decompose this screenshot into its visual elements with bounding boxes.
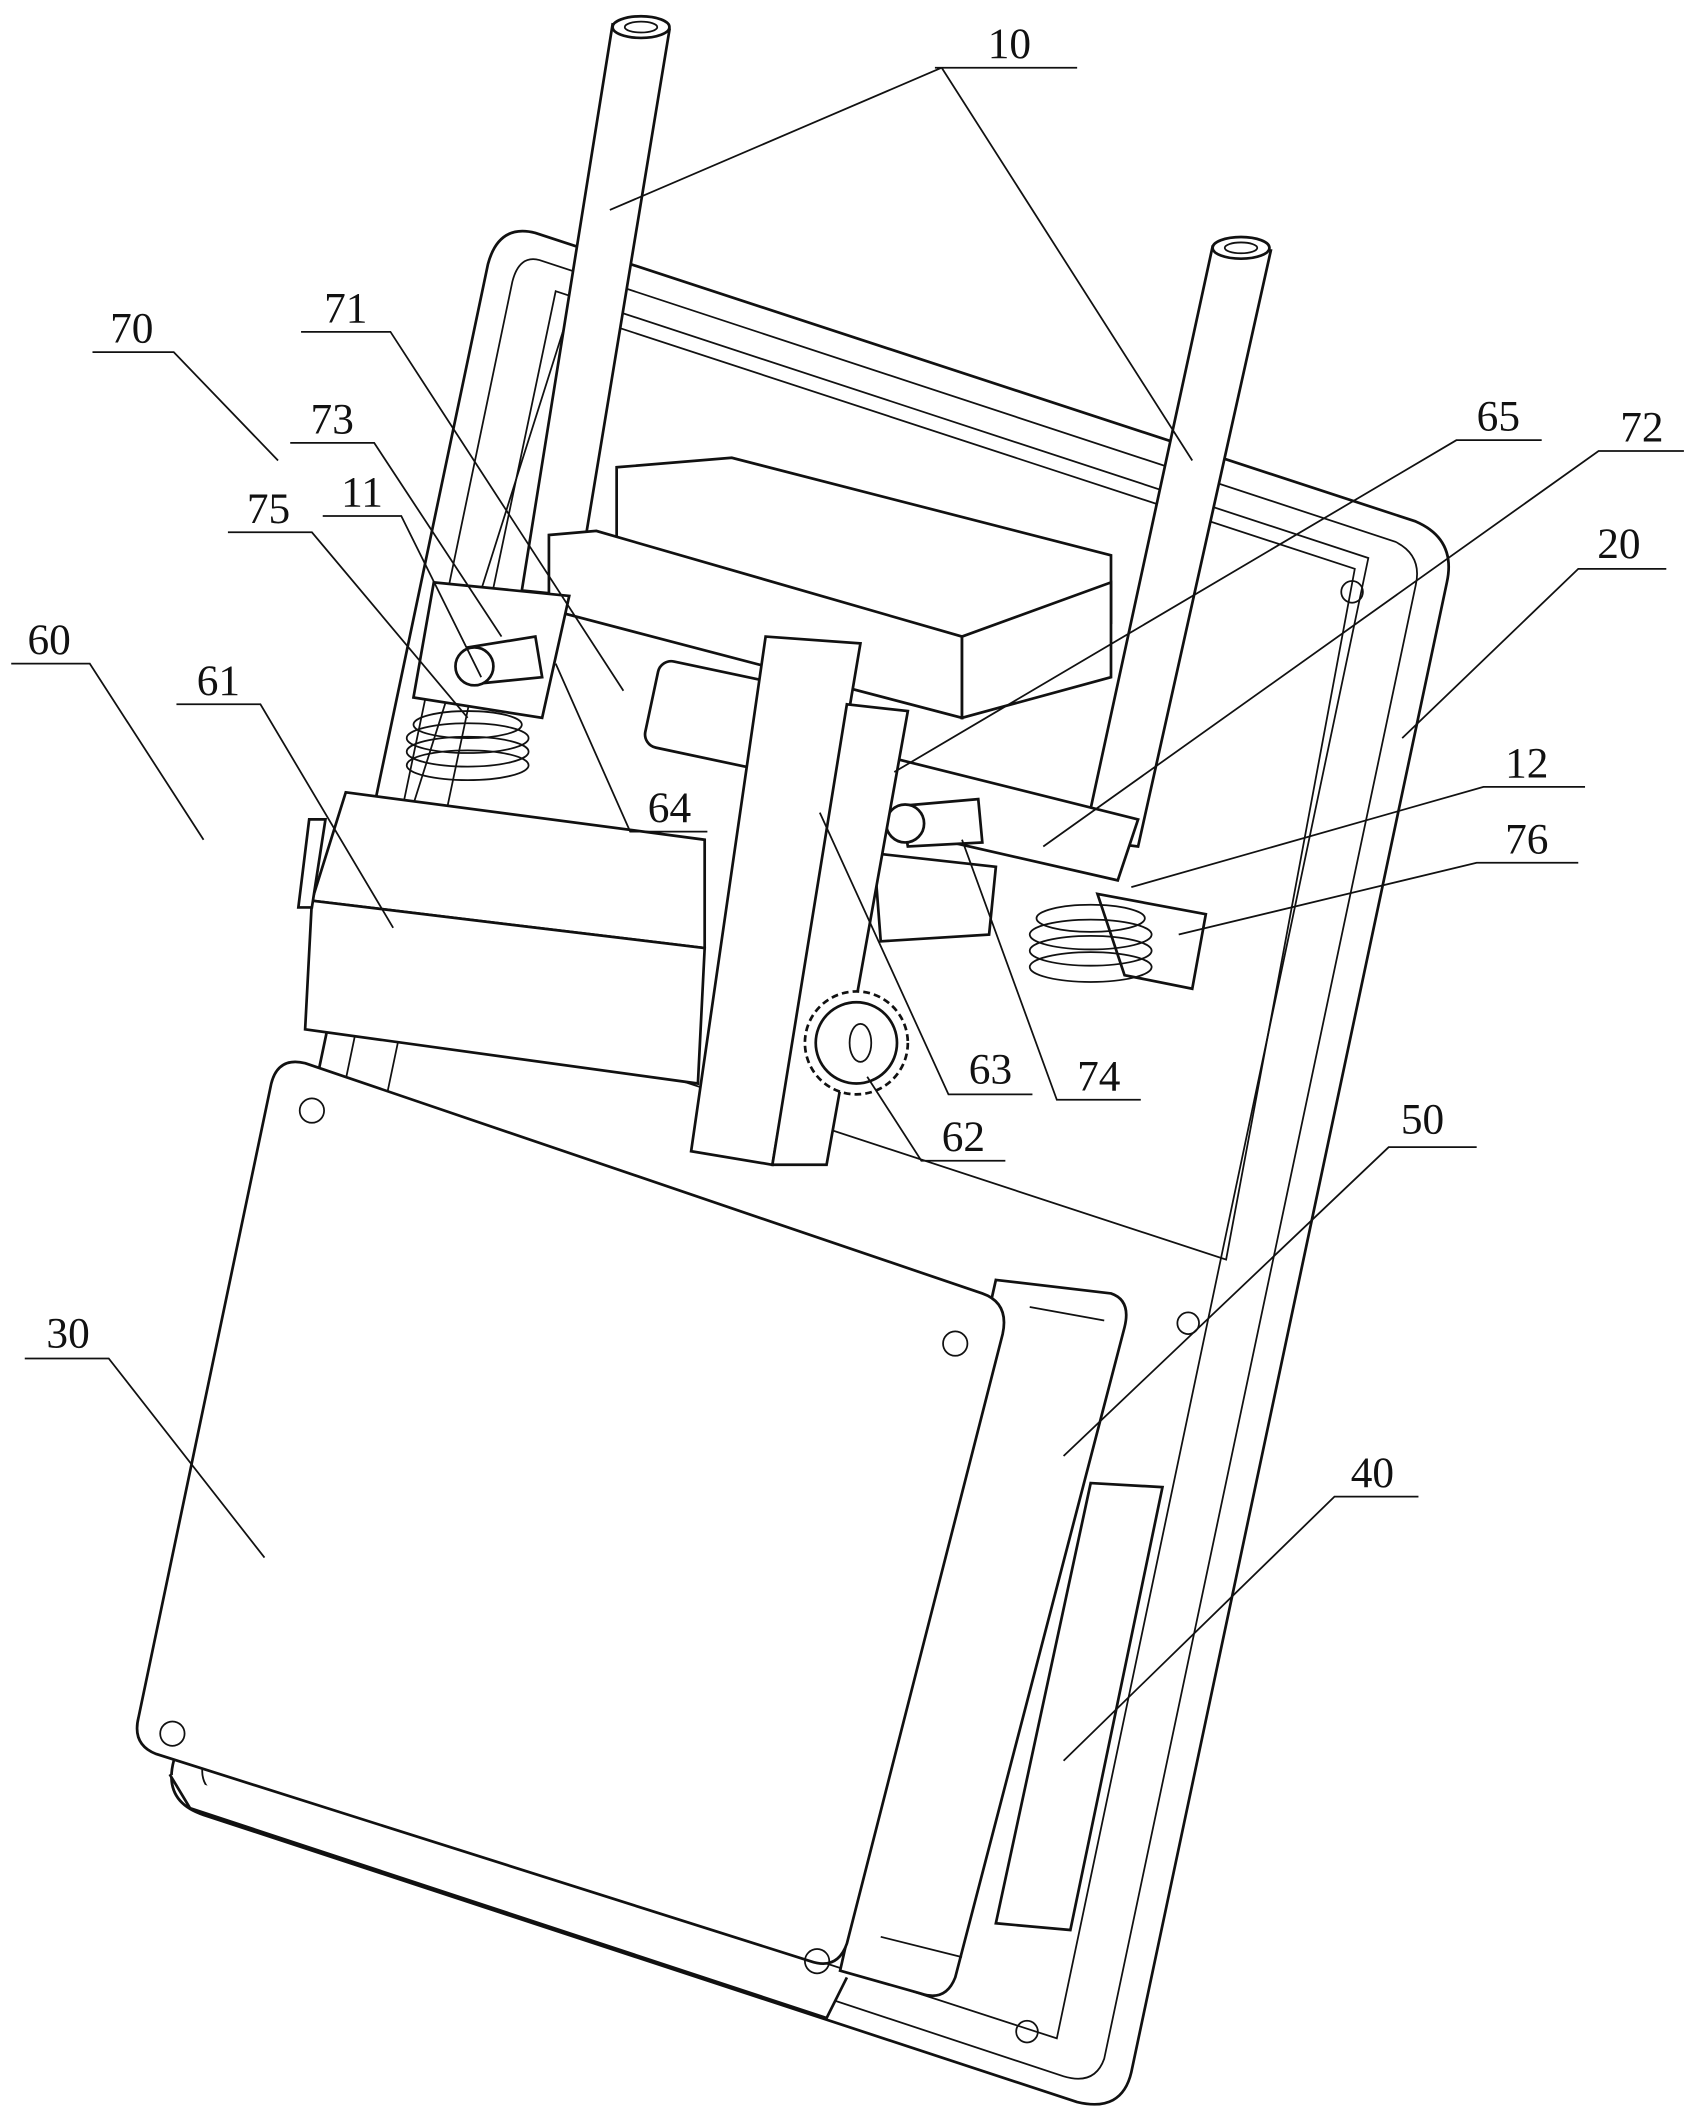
label-62: 62 <box>942 1113 985 1161</box>
label-64: 64 <box>648 784 691 832</box>
label-40: 40 <box>1351 1449 1394 1497</box>
label-75: 75 <box>247 485 290 533</box>
label-76: 76 <box>1505 815 1548 863</box>
pin-74 <box>886 799 982 846</box>
label-65: 65 <box>1477 393 1520 441</box>
label-72: 72 <box>1620 404 1663 452</box>
label-71: 71 <box>324 284 367 332</box>
label-74: 74 <box>1077 1052 1120 1100</box>
label-63: 63 <box>969 1046 1012 1094</box>
gear-62 <box>805 991 908 1094</box>
label-61: 61 <box>197 657 240 705</box>
label-10: 10 <box>988 20 1031 68</box>
label-30: 30 <box>46 1310 89 1358</box>
label-11: 11 <box>341 469 383 517</box>
label-70: 70 <box>110 305 153 353</box>
label-20: 20 <box>1597 520 1640 568</box>
label-60: 60 <box>27 616 70 664</box>
block-65 <box>874 853 996 941</box>
label-50: 50 <box>1401 1096 1444 1144</box>
label-73: 73 <box>311 395 354 443</box>
label-12: 12 <box>1505 739 1548 787</box>
